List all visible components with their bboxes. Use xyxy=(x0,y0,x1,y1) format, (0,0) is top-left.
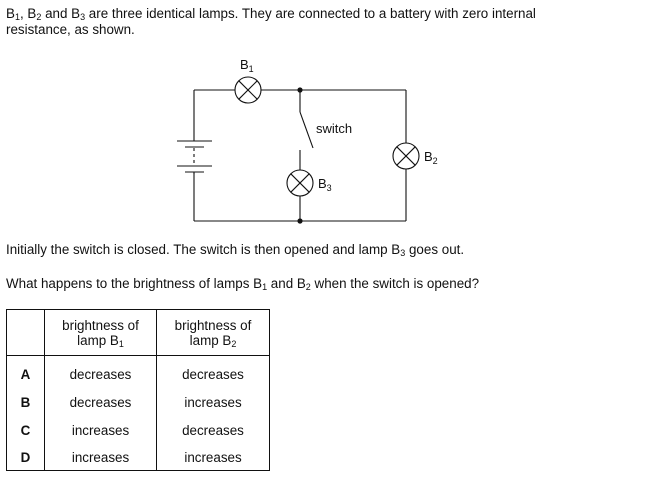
b1-brightness: increases xyxy=(44,416,157,444)
subscript: 1 xyxy=(262,282,268,292)
option-row-c[interactable]: C increases decreases xyxy=(6,416,270,444)
option-letter[interactable]: D xyxy=(6,444,45,471)
text: goes out. xyxy=(405,242,465,257)
option-letter[interactable]: B xyxy=(6,388,45,416)
subscript: 2 xyxy=(36,12,42,22)
header-option xyxy=(6,309,45,356)
text: when the switch is opened? xyxy=(310,276,480,291)
text: are three identical lamps. They are conn… xyxy=(85,6,536,21)
b2-brightness: decreases xyxy=(156,355,270,388)
b1-brightness: increases xyxy=(44,444,157,471)
subscript: 2 xyxy=(305,282,311,292)
option-row-a[interactable]: A decreases decreases xyxy=(6,355,270,388)
subscript: 2 xyxy=(231,338,237,349)
option-row-b[interactable]: B decreases increases xyxy=(6,388,270,416)
junction-dot-bottom xyxy=(297,218,303,224)
circuit-diagram: B1 B2 B3 switch xyxy=(177,57,438,224)
question-intro: B1, B2 and B3 are three identical lamps.… xyxy=(6,6,642,38)
switch-label: switch xyxy=(316,121,352,136)
text: B xyxy=(6,6,15,21)
header-line2: lamp B xyxy=(189,332,232,348)
b2-brightness: increases xyxy=(156,444,270,471)
option-row-d[interactable]: D increases increases xyxy=(6,444,270,471)
lamp-b2-icon xyxy=(392,142,420,170)
lamp-b1-label: B1 xyxy=(240,57,254,74)
b1-brightness: decreases xyxy=(44,388,157,416)
text: resistance, as shown. xyxy=(6,22,135,37)
question-prompt: What happens to the brightness of lamps … xyxy=(6,276,479,292)
option-letter[interactable]: A xyxy=(6,355,45,388)
subscript: 1 xyxy=(118,338,124,349)
lamp-b2-label: B2 xyxy=(424,149,438,166)
switch-blade xyxy=(299,111,314,149)
text: Initially the switch is closed. The swit… xyxy=(6,242,401,257)
text: What happens to the brightness of lamps … xyxy=(6,276,263,291)
header-line1: brightness of xyxy=(62,317,139,333)
text: , B xyxy=(19,6,37,21)
junction-dot-top xyxy=(297,87,303,93)
lamp-b1-icon xyxy=(234,76,262,104)
lamp-b3-label: B3 xyxy=(318,176,332,193)
subscript: 3 xyxy=(80,12,86,22)
lamp-b3-icon xyxy=(286,169,314,197)
text: and B xyxy=(267,276,306,291)
header-line2: lamp B xyxy=(77,332,119,348)
b1-brightness: decreases xyxy=(44,355,157,388)
subscript: 3 xyxy=(400,248,406,258)
question-statement: Initially the switch is closed. The swit… xyxy=(6,242,464,258)
b2-brightness: decreases xyxy=(156,416,270,444)
subscript: 1 xyxy=(14,12,20,22)
option-letter[interactable]: C xyxy=(6,416,45,444)
b2-brightness: increases xyxy=(156,388,270,416)
battery-icon xyxy=(177,140,212,174)
text: and B xyxy=(41,6,81,21)
header-line1: brightness of xyxy=(174,317,252,333)
